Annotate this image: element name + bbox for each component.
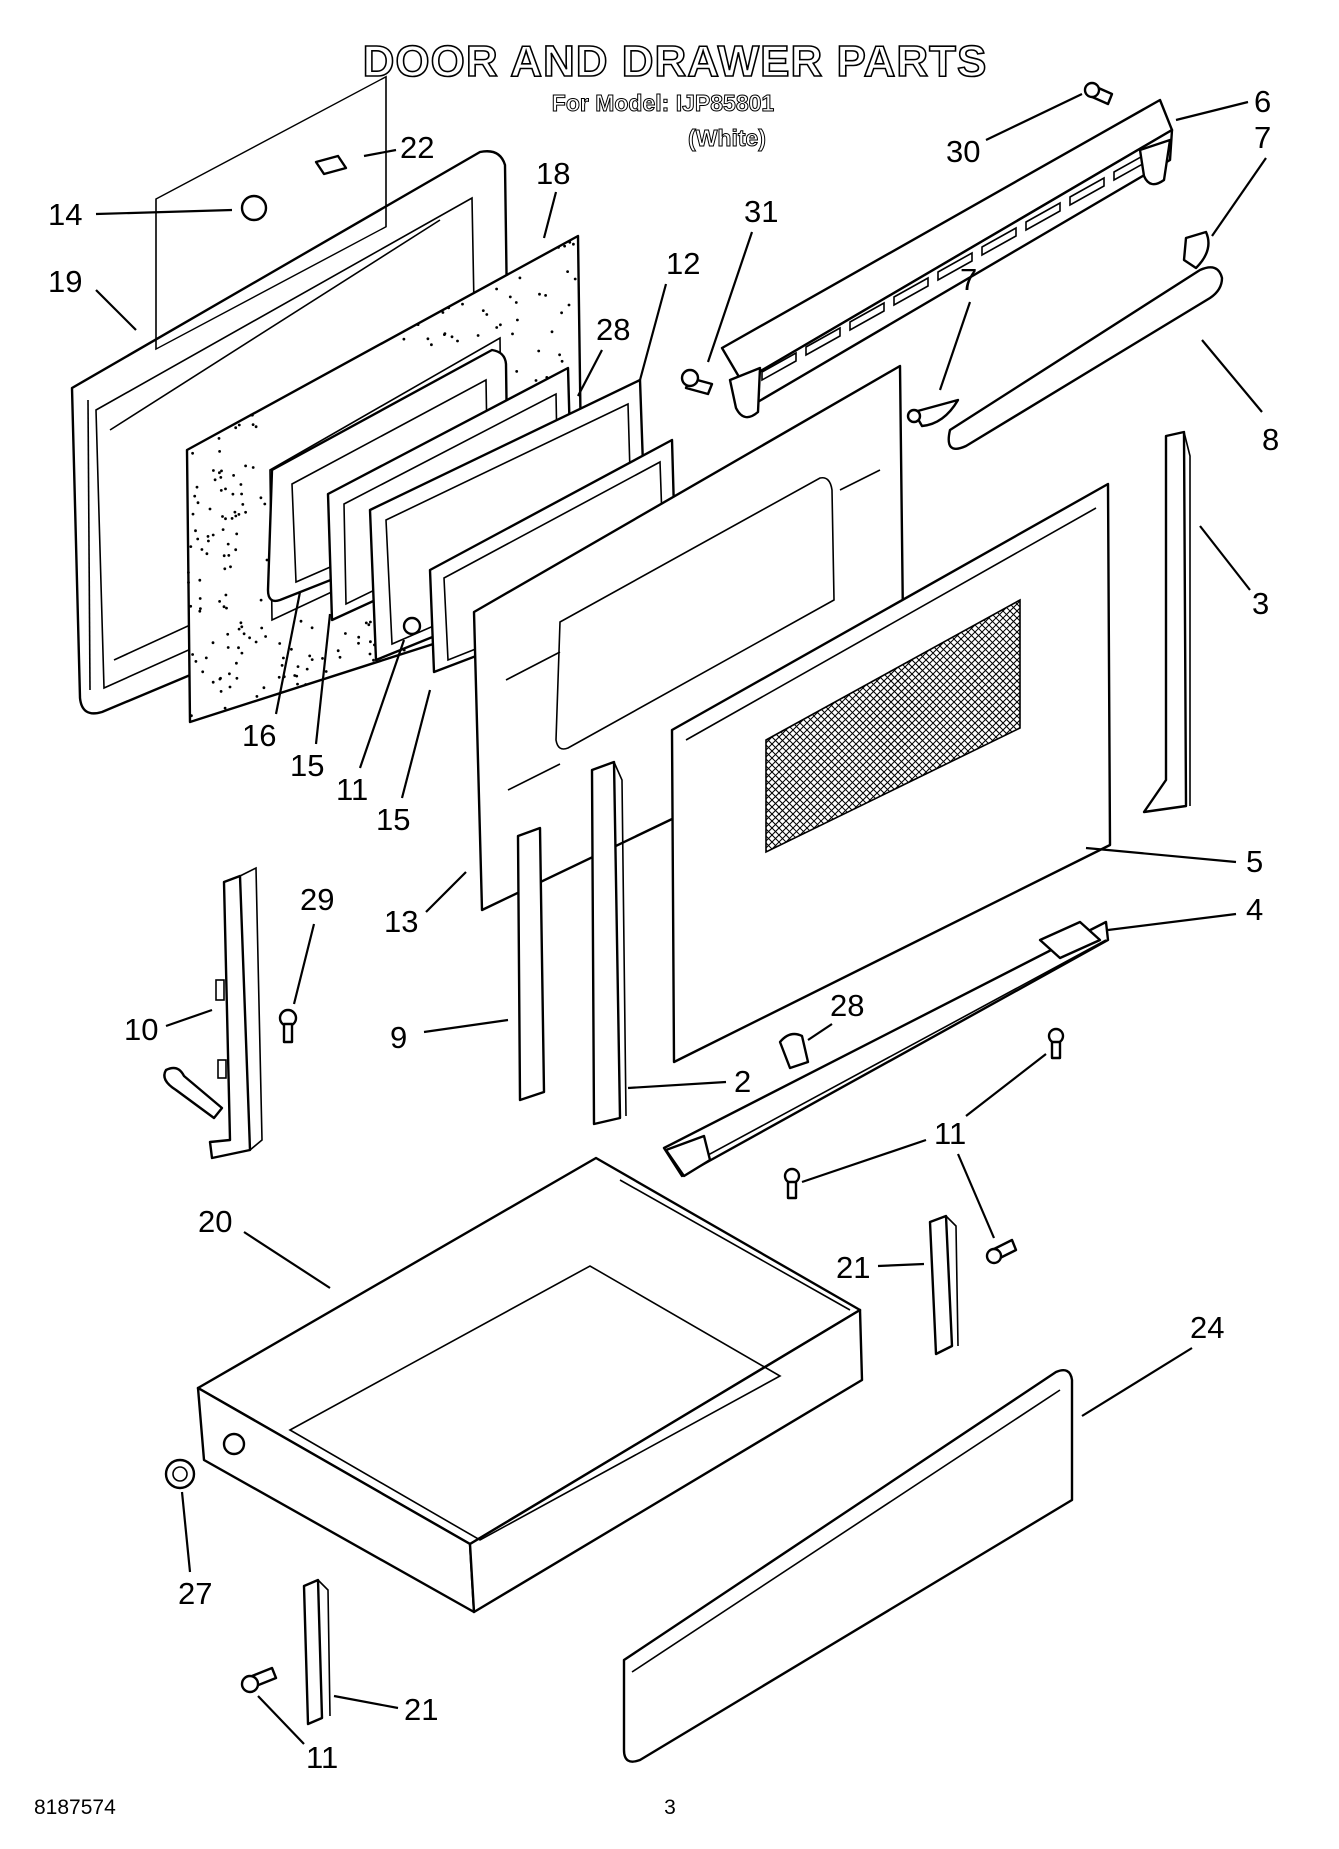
part-28-clip <box>778 1032 810 1070</box>
callout-24: 24 <box>1190 1310 1224 1345</box>
callout-19: 19 <box>48 264 82 299</box>
part-21-bracket-left <box>302 1578 331 1726</box>
part-4-bottom-channel <box>662 920 1110 1178</box>
part-27-drawer-glide <box>164 1432 246 1490</box>
part-number: 8187574 <box>34 1796 116 1819</box>
callout-18: 18 <box>536 156 570 191</box>
part-30-screw <box>1083 81 1114 106</box>
page-number: 3 <box>664 1796 676 1819</box>
callout-30: 30 <box>946 134 980 169</box>
callout-7-upper: 7 <box>1254 120 1271 155</box>
part-6-vent-trim <box>720 98 1174 419</box>
part-24-drawer-front <box>622 1369 1074 1763</box>
part-7-handle-cap-left <box>906 398 960 428</box>
part-10-door-hinge <box>163 866 263 1160</box>
callout-14: 14 <box>48 197 82 232</box>
part-5-outer-door-panel <box>670 482 1112 1064</box>
callout-6: 6 <box>1254 84 1271 119</box>
callout-9: 9 <box>390 1020 407 1055</box>
part-21-bracket-right <box>928 1214 959 1356</box>
callout-3: 3 <box>1252 586 1269 621</box>
part-9-trim-strip <box>516 826 546 1102</box>
part-3-side-trim <box>1142 430 1191 814</box>
model-line: For Model: IJP85801 <box>552 90 775 116</box>
callout-29: 29 <box>300 882 334 917</box>
callout-28-upper: 28 <box>596 312 630 347</box>
part-11-screw-a <box>1047 1027 1065 1060</box>
callout-27: 27 <box>178 1576 212 1611</box>
part-31-screw <box>680 368 714 396</box>
color-line: (White) <box>688 125 766 151</box>
part-20-drawer <box>196 1156 864 1614</box>
callout-31: 31 <box>744 194 778 229</box>
part-2-side-trim <box>590 760 627 1126</box>
callout-15-right: 15 <box>376 802 410 837</box>
callout-2: 2 <box>734 1064 751 1099</box>
callout-8: 8 <box>1262 422 1279 457</box>
page-title: DOOR AND DRAWER PARTS <box>363 37 988 86</box>
callout-13: 13 <box>384 904 418 939</box>
part-11-screw-d <box>240 1666 278 1694</box>
callout-4: 4 <box>1246 892 1263 927</box>
callout-12: 12 <box>666 246 700 281</box>
part-11-screw-c <box>985 1238 1018 1265</box>
callout-15-left: 15 <box>290 748 324 783</box>
callout-11-lower: 11 <box>934 1116 966 1151</box>
part-8-door-handle <box>947 266 1224 450</box>
callout-21-left: 21 <box>404 1692 438 1727</box>
callout-5: 5 <box>1246 844 1263 879</box>
callout-10: 10 <box>124 1012 158 1047</box>
part-11-screw-b <box>783 1167 801 1200</box>
callout-11-upper: 11 <box>336 772 368 807</box>
callout-7-lower: 7 <box>960 262 977 297</box>
callout-16: 16 <box>242 718 276 753</box>
callout-21-right: 21 <box>836 1250 870 1285</box>
part-29-screw <box>278 1008 298 1044</box>
callout-28-lower: 28 <box>830 988 864 1023</box>
callout-layer: 22 14 19 18 31 12 28 30 6 7 7 8 <box>48 84 1279 1775</box>
callout-22: 22 <box>400 130 434 165</box>
callout-20: 20 <box>198 1204 232 1239</box>
callout-11-bottom: 11 <box>306 1740 338 1775</box>
part-7-handle-cap-right <box>1182 230 1210 270</box>
